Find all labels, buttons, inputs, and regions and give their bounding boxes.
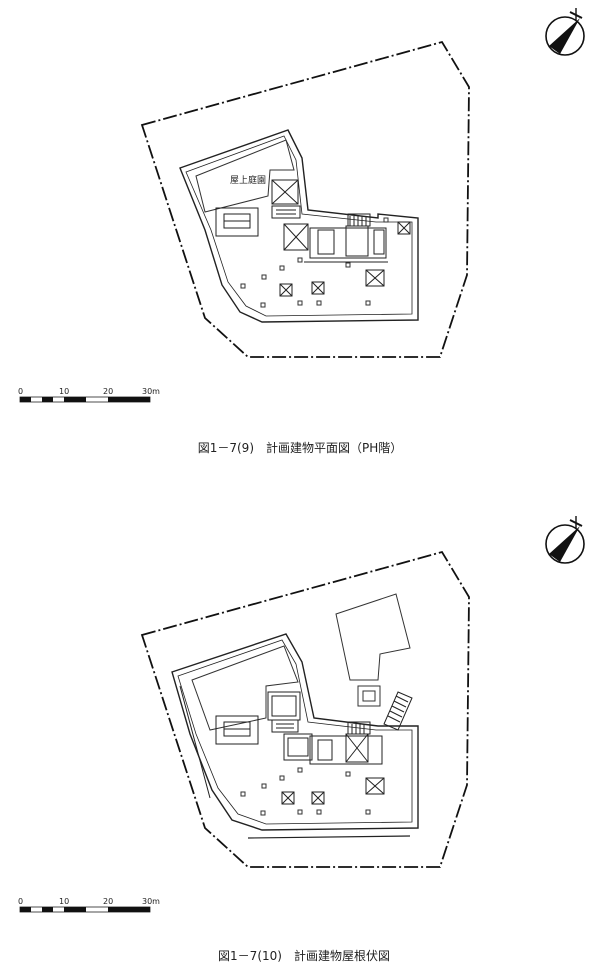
- site-boundary: [140, 550, 470, 868]
- figure-caption: 図1－7(9) 計画建物平面図（PH階）: [198, 440, 403, 455]
- building-outline: [179, 129, 419, 323]
- roof-garden-label: 屋上庭園: [230, 174, 266, 186]
- structural-columns: [240, 217, 389, 308]
- scale-bar: 0 10 20 30m: [18, 897, 160, 913]
- upper-roof: [191, 645, 299, 731]
- roof-plan-drawing: 0 10 20 30m 図1－7(10) 計画建物屋根伏図: [18, 516, 585, 963]
- scale-tick-0: 0: [18, 897, 23, 906]
- scale-tick-20: 20: [103, 387, 113, 396]
- scale-tick-30m: 30m: [142, 897, 160, 906]
- machinery-units: [304, 213, 411, 263]
- adjacent-structure: [335, 593, 411, 707]
- building-outline: [171, 633, 419, 839]
- scale-tick-30m: 30m: [142, 387, 160, 396]
- equipment-box: [215, 715, 259, 745]
- figure-caption: 図1－7(10) 計画建物屋根伏図: [218, 948, 390, 963]
- machinery-units: [309, 721, 383, 765]
- site-boundary: [140, 40, 470, 358]
- scale-tick-10: 10: [59, 387, 69, 396]
- scale-tick-0: 0: [18, 387, 23, 396]
- hatched-element: [383, 691, 413, 731]
- north-arrow-icon: [545, 516, 585, 564]
- roof-plan-sheet: 0 10 20 30m 図1－7(10) 計画建物屋根伏図: [0, 490, 600, 977]
- floor-plan-drawing: 屋上庭園: [18, 8, 585, 455]
- north-arrow-icon: [545, 8, 585, 56]
- roof-vents: [279, 269, 385, 297]
- scale-tick-20: 20: [103, 897, 113, 906]
- roof-vents: [281, 777, 385, 805]
- structural-columns: [240, 767, 371, 816]
- stair-core: [271, 179, 309, 251]
- scale-tick-10: 10: [59, 897, 69, 906]
- roof-garden: 屋上庭園: [195, 139, 295, 213]
- scale-bar: 0 10 20 30m: [18, 387, 160, 403]
- floor-plan-sheet-ph: 屋上庭園: [0, 0, 600, 480]
- stair-core: [267, 691, 313, 761]
- equipment-box: [215, 207, 259, 237]
